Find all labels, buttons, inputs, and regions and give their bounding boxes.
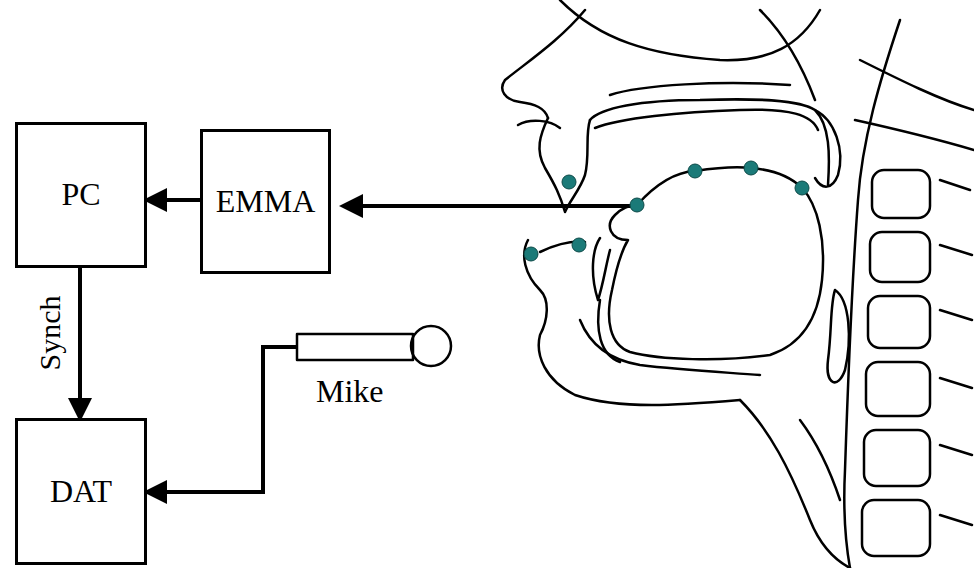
node-label: Mike — [316, 374, 384, 409]
microphone: Mike — [296, 330, 456, 422]
node-label: PC — [61, 177, 100, 212]
signal-arrow — [147, 198, 200, 202]
signal-arrow — [147, 347, 296, 492]
signal-arrow — [78, 268, 82, 418]
emma-box: EMMA — [200, 129, 331, 274]
computer-box: PC — [15, 122, 147, 268]
edge-label: Synch — [34, 294, 64, 373]
node-label: DAT — [50, 474, 112, 509]
node-label: EMMA — [216, 184, 316, 219]
dat-recorder-box: DAT — [15, 418, 147, 565]
